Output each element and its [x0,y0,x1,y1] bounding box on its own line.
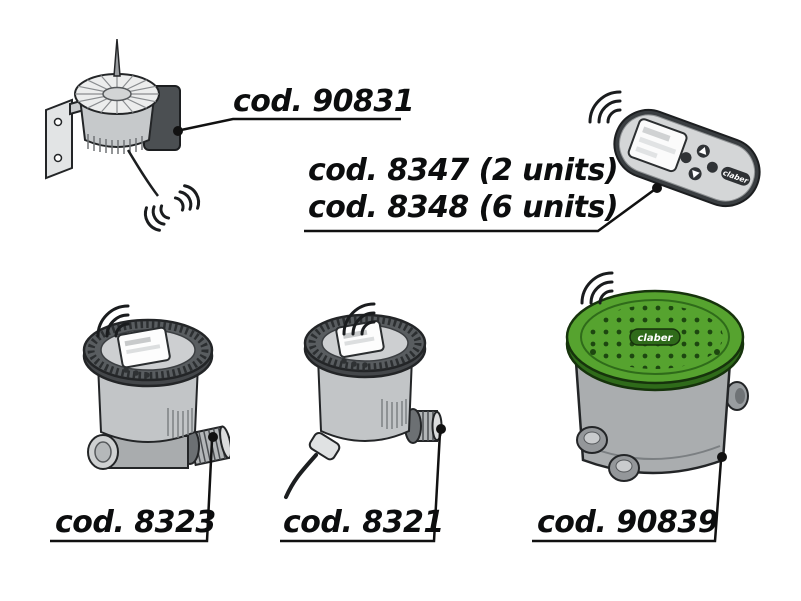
lid-logo: claber [629,328,681,346]
callout-timer-left [50,432,218,543]
label-sensor-code: cod. 90831 [233,84,415,119]
callout-valve-box [532,452,727,543]
green-lid: claber [565,289,745,392]
water-timer-8323-illustration [82,318,230,470]
lid-screw [714,349,720,355]
label-valve-box-code: cod. 90839 [537,505,719,540]
label-timer-mid-code: cod. 8321 [283,505,444,540]
body-ribs [167,408,193,438]
timer-body [316,356,414,442]
callout-line [50,439,214,543]
callout-dot [208,432,218,442]
remote-control-illustration: claber [613,108,761,208]
valve-box-illustration: claber [565,289,749,482]
callout-remote [304,183,662,233]
timer-buttons [123,367,150,378]
pipe-cap-inner [94,441,112,463]
callout-line [532,459,723,543]
body-fins [87,134,143,154]
front-knob [608,454,640,482]
label-remote-code-line2: cod. 8348 (6 units) [308,190,619,225]
callout-timer-mid [280,424,446,543]
screw-hole [53,117,63,127]
callout-line [180,117,401,132]
sensor-wire [126,149,159,197]
radio-waves-icon [580,271,614,305]
radio-waves-icon [143,184,201,232]
callout-line [304,188,655,233]
screw-hole [53,153,63,163]
lid-screw [590,349,596,355]
rain-sensor-illustration [45,38,181,180]
callout-line [280,431,442,543]
radio-waves-icon [96,304,130,338]
callout-dot [436,424,446,434]
callout-dot [652,183,662,193]
label-remote-code-line1: cod. 8347 (2 units) [308,153,619,188]
lid-inner-ring [580,299,730,375]
callout-dot [717,452,727,462]
brand-text: claber [638,333,674,344]
lcd-screen [627,118,688,173]
callout-sensor [173,117,401,136]
lcd-screen [117,326,171,369]
label-timer-left-code: cod. 8323 [55,505,216,540]
body-ribs [381,399,407,429]
timer-buttons [341,358,368,368]
sensor-spike [113,38,121,77]
arrow-buttons [680,144,718,181]
cable-gland [308,431,341,461]
callout-dot [173,126,183,136]
front-knob [576,426,608,454]
sensor-cable [284,453,318,499]
radio-waves-icon [342,302,376,336]
radio-waves-icon [588,90,622,124]
